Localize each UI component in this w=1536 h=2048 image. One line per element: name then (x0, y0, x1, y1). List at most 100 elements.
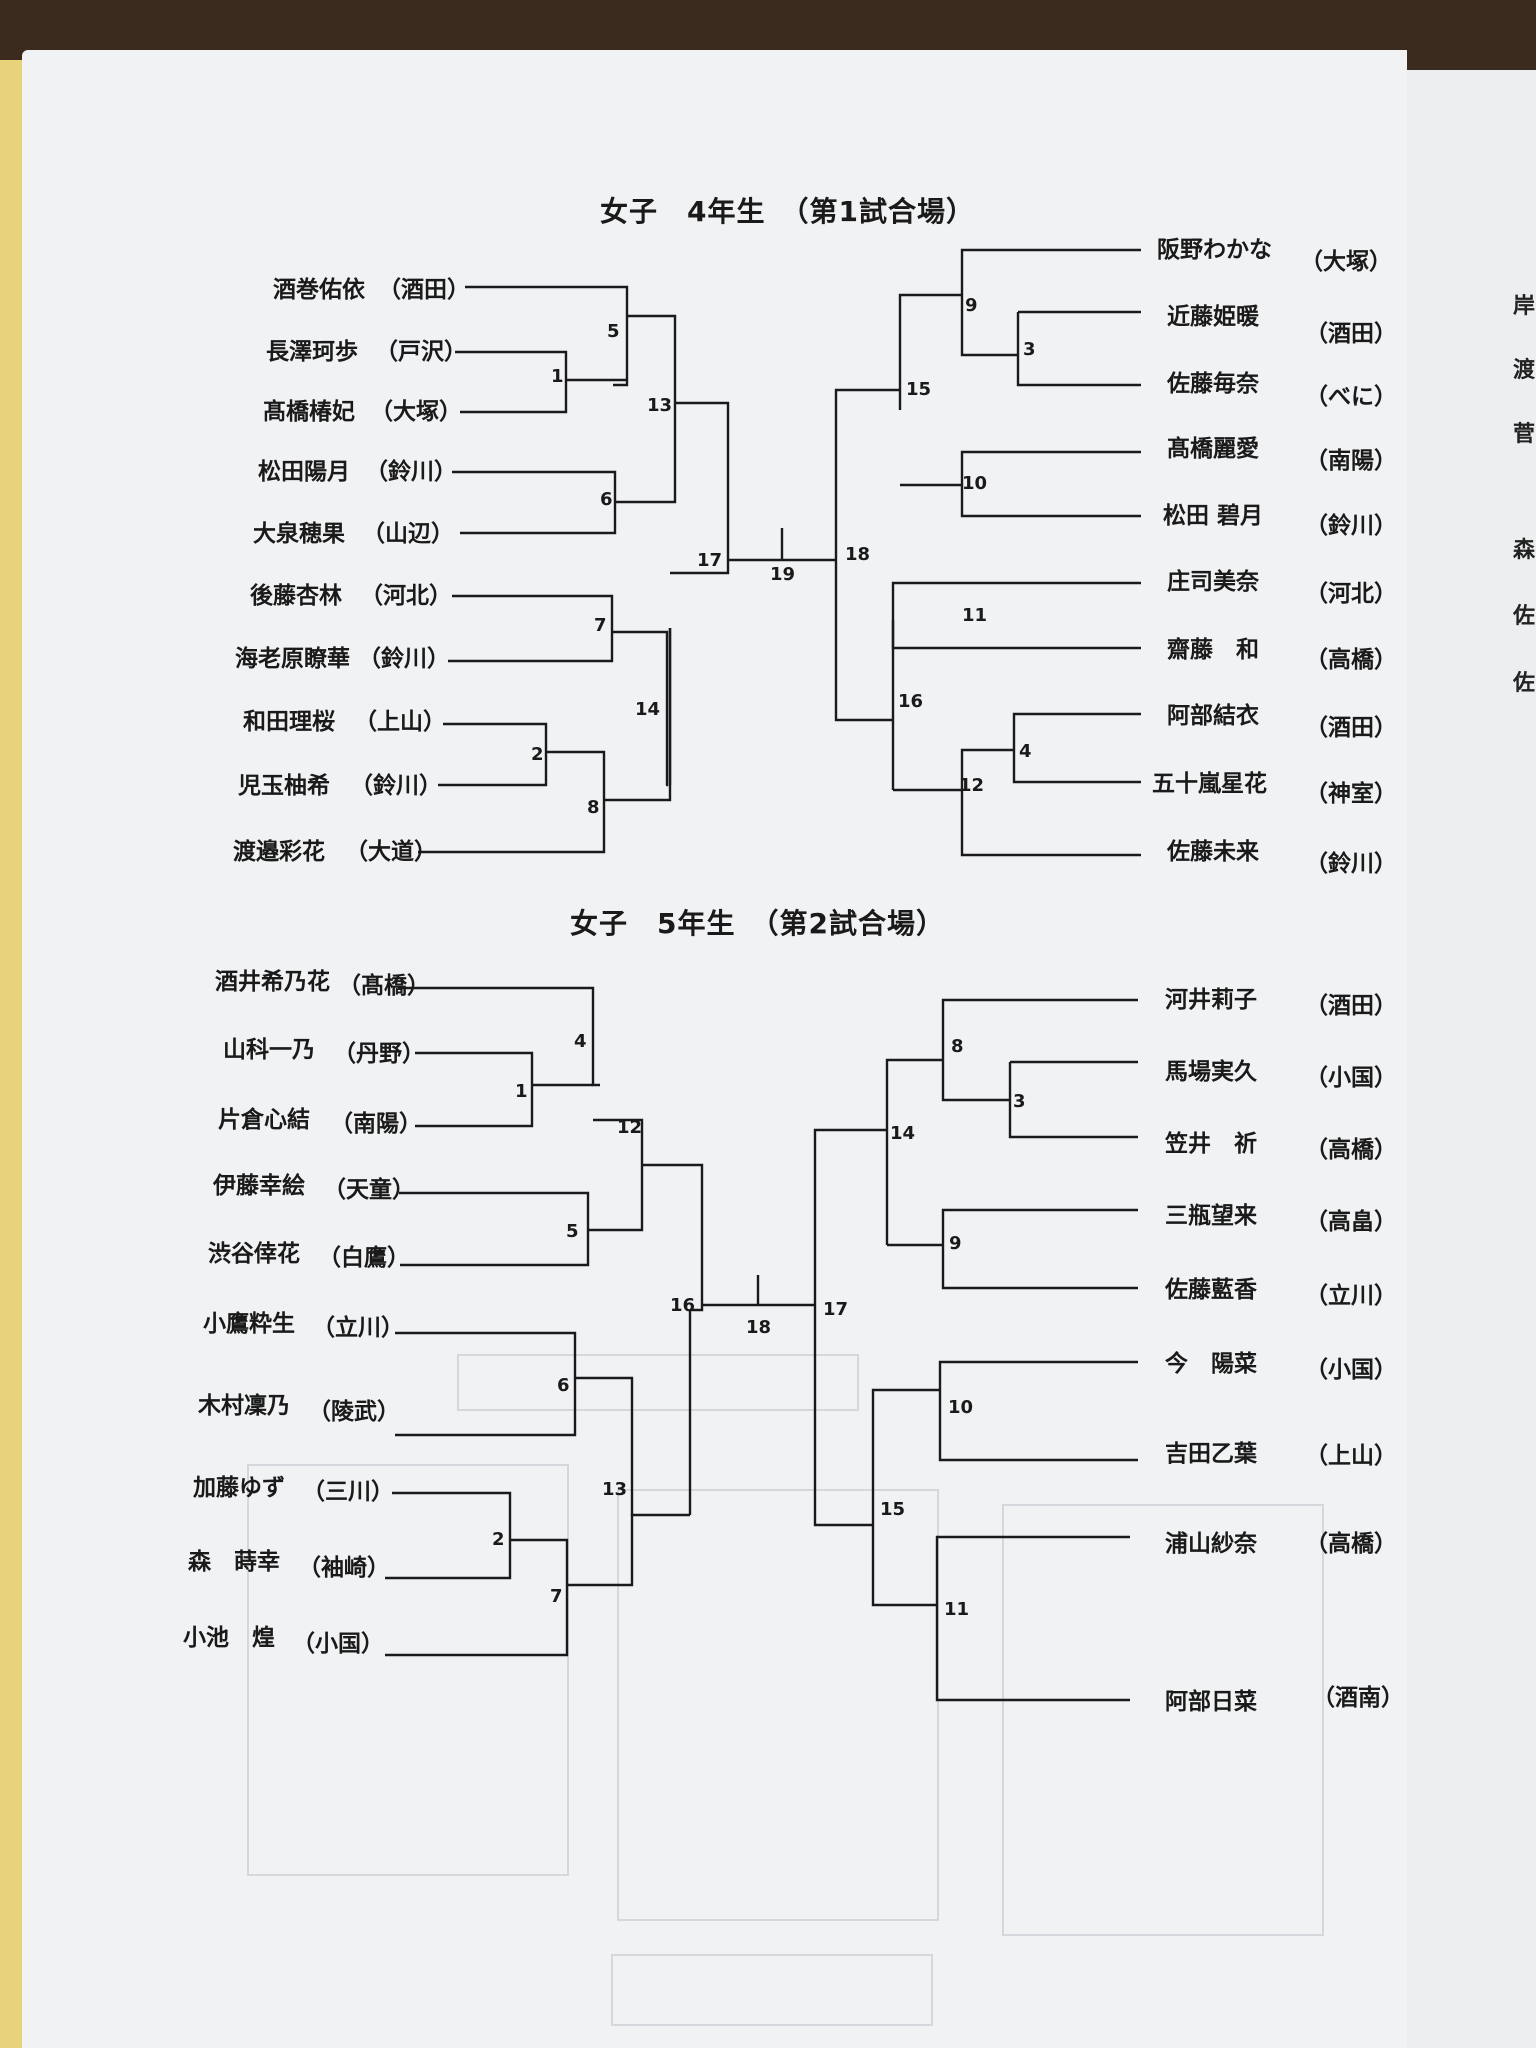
match-number: 14 (890, 1123, 916, 1144)
player-name: 木村凜乃 (198, 1393, 290, 1419)
player-name: 小鷹粋生 (203, 1311, 295, 1337)
match-number: 9 (949, 1233, 962, 1254)
player-club: （小国） (1305, 1065, 1397, 1091)
match-number: 4 (1019, 741, 1032, 762)
player-name: 小池 煌 (183, 1625, 275, 1651)
player-club: （戸沢） (375, 339, 467, 365)
bracket-5-left (385, 986, 815, 1657)
bracket-title-5: 女子 5年生 （第2試合場） (570, 907, 945, 940)
player-name: 佐藤藍香 (1165, 1277, 1257, 1303)
player-name: 阿部日菜 (1165, 1689, 1257, 1715)
player-club: （立川） (312, 1315, 404, 1341)
player-name: 阿部結衣 (1167, 703, 1259, 729)
match-number: 7 (550, 1586, 563, 1607)
match-number: 18 (746, 1317, 772, 1338)
player-club: （酒田） (1305, 321, 1397, 347)
next-page: 岸 渡 菅 森 佐 佐 (1405, 70, 1536, 2048)
match-number: 10 (948, 1397, 974, 1418)
player-club: （三川） (302, 1479, 394, 1505)
player-name: 今 陽菜 (1165, 1351, 1257, 1377)
player-club: （南陽） (330, 1111, 422, 1137)
player-club: （高橋） (1305, 1137, 1397, 1163)
match-number: 14 (635, 699, 661, 720)
bracket-4-right (834, 248, 1141, 857)
player-name: 片倉心結 (218, 1107, 310, 1133)
player-name: 庄司美奈 (1167, 569, 1259, 595)
match-number: 1 (515, 1081, 528, 1102)
player-name: 松田陽月 (258, 459, 350, 485)
match-number: 19 (770, 564, 796, 585)
player-name: 伊藤幸絵 (213, 1173, 305, 1199)
right-page-glyph: 渡 (1513, 358, 1536, 383)
player-club: （白鷹） (318, 1245, 410, 1271)
match-number: 11 (944, 1599, 970, 1620)
match-number: 3 (1013, 1091, 1026, 1112)
player-name: 酒巻佑依 (273, 277, 365, 303)
match-number: 7 (594, 615, 607, 636)
player-club: （南陽） (1305, 448, 1397, 474)
player-club: （神室） (1305, 781, 1397, 807)
match-number: 17 (697, 550, 723, 571)
match-number: 5 (566, 1221, 579, 1242)
player-club: （大道） (345, 839, 437, 865)
player-club: （袖崎） (298, 1555, 390, 1581)
bracket-title-4: 女子 4年生 （第1試合場） (600, 195, 975, 228)
player-club: （小国） (292, 1631, 384, 1657)
right-page-glyph: 森 (1513, 538, 1536, 563)
match-number: 16 (670, 1295, 696, 1316)
player-name: 佐藤未来 (1167, 839, 1259, 865)
match-number: 18 (845, 544, 871, 565)
player-club: （酒南） (1312, 1685, 1404, 1711)
player-club: （酒田） (1305, 993, 1397, 1019)
match-number: 2 (492, 1529, 505, 1550)
player-club: （上山） (354, 709, 446, 735)
player-club: （陵武） (308, 1399, 400, 1425)
match-number: 2 (531, 744, 544, 765)
player-name: 齋藤 和 (1167, 637, 1259, 663)
player-club: （河北） (1305, 581, 1397, 607)
bracket-5-right (813, 998, 1138, 1702)
match-number: 5 (607, 321, 620, 342)
player-name: 酒井希乃花 (215, 969, 330, 995)
player-name: 長澤珂歩 (266, 339, 358, 365)
player-name: 児玉柚希 (238, 773, 330, 799)
player-name: 松田 碧月 (1163, 503, 1264, 529)
player-club: （高橋） (1305, 647, 1397, 673)
player-club: （高橋） (1305, 1531, 1397, 1557)
right-page-glyph: 菅 (1513, 422, 1536, 447)
player-name: 浦山紗奈 (1165, 1531, 1257, 1557)
match-number: 13 (647, 395, 673, 416)
player-club: （山辺） (362, 521, 454, 547)
player-name: 吉田乙葉 (1165, 1441, 1257, 1467)
right-page-glyph: 岸 (1513, 294, 1536, 319)
match-number: 9 (965, 295, 978, 316)
player-name: 渋谷倖花 (208, 1241, 300, 1267)
match-number: 12 (959, 775, 985, 796)
bleed-through-text (290, 190, 305, 211)
player-club: （鈴川） (1305, 513, 1397, 539)
bracket-sheet (22, 50, 1407, 2048)
player-name: 大泉穂果 (253, 521, 345, 547)
match-number: 15 (906, 379, 932, 400)
right-page-glyph: 佐 (1513, 671, 1536, 696)
player-club: （高畠） (1305, 1209, 1397, 1235)
match-number: 15 (880, 1499, 906, 1520)
match-number: 1 (551, 366, 564, 387)
player-name: 後藤杏林 (250, 583, 342, 609)
player-club: （鈴川） (1305, 851, 1397, 877)
match-number: 16 (898, 691, 924, 712)
player-name: 佐藤毎奈 (1167, 371, 1259, 397)
match-number: 6 (557, 1375, 570, 1396)
match-number: 11 (962, 605, 988, 626)
match-number: 8 (951, 1036, 964, 1057)
player-name: 加藤ゆず (193, 1475, 285, 1501)
player-name: 三瓶望来 (1165, 1203, 1257, 1229)
player-club: （酒田） (378, 277, 470, 303)
player-name: 五十嵐星花 (1152, 771, 1267, 797)
player-club: （河北） (360, 583, 452, 609)
player-club: （上山） (1305, 1443, 1397, 1469)
player-name: 笠井 祈 (1165, 1131, 1257, 1157)
player-name: 髙橋麗愛 (1167, 436, 1259, 462)
player-club: （丹野） (333, 1041, 425, 1067)
